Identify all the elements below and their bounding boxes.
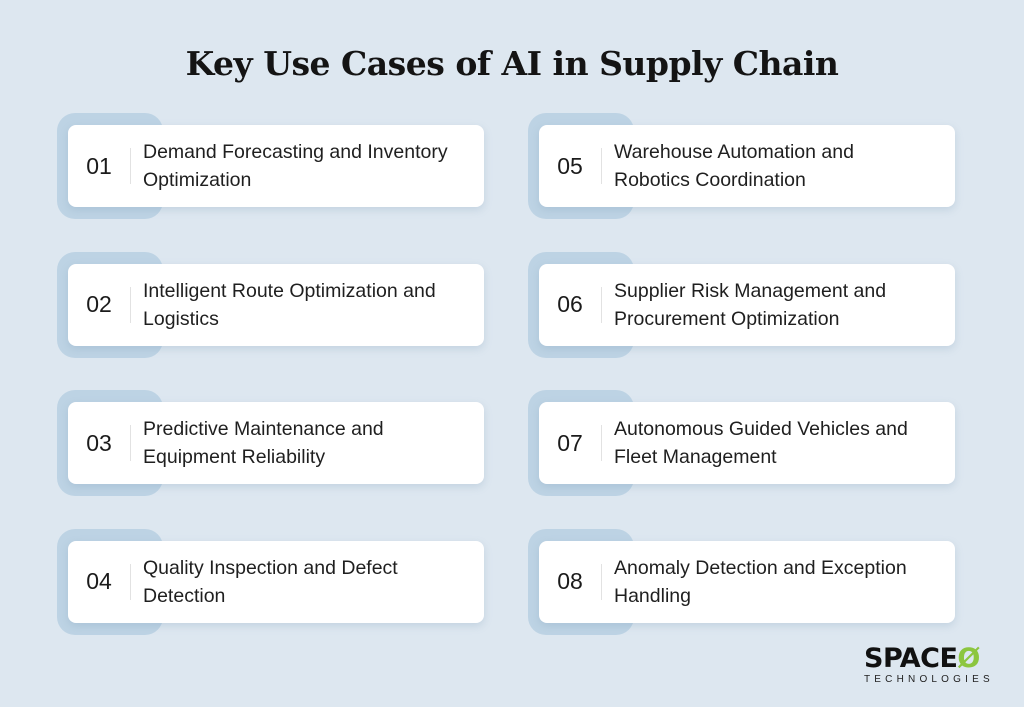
item-number: 03 <box>86 429 112 456</box>
page-title: Key Use Cases of AI in Supply Chain <box>185 44 839 83</box>
item-label: Predictive Maintenance and Equipment Rel… <box>143 418 384 468</box>
use-case-card: 07 Autonomous Guided Vehicles and Fleet … <box>539 402 955 484</box>
use-case-card: 02 Intelligent Route Optimization and Lo… <box>68 263 484 346</box>
logo-subtitle: TECHNOLOGIES <box>864 674 994 685</box>
item-label: Autonomous Guided Vehicles and Fleet Man… <box>614 418 908 468</box>
use-case-item: 07 Autonomous Guided Vehicles and Fleet … <box>528 390 956 496</box>
divider <box>601 286 602 323</box>
divider <box>130 286 131 323</box>
use-case-card: 06 Supplier Risk Management and Procurem… <box>539 263 955 346</box>
divider <box>130 148 131 184</box>
item-label: Anomaly Detection and Exception Handling <box>614 556 907 607</box>
space-o-technologies-logo: SPACEØ TECHNOLOGIES <box>864 643 994 686</box>
use-case-card: 01 Demand Forecasting and Inventory Opti… <box>68 125 484 207</box>
use-case-item: 08 Anomaly Detection and Exception Handl… <box>528 528 956 635</box>
item-label: Demand Forecasting and Inventory Optimiz… <box>143 141 448 191</box>
use-case-item: 01 Demand Forecasting and Inventory Opti… <box>57 113 485 219</box>
divider <box>601 425 602 461</box>
use-case-item: 06 Supplier Risk Management and Procurem… <box>528 251 956 358</box>
item-label: Warehouse Automation and Robotics Coordi… <box>614 141 854 191</box>
logo-mark: Ø <box>957 643 980 674</box>
use-case-item: 03 Predictive Maintenance and Equipment … <box>57 390 485 496</box>
use-case-item: 02 Intelligent Route Optimization and Lo… <box>57 251 485 358</box>
use-case-card: 03 Predictive Maintenance and Equipment … <box>68 402 484 484</box>
divider <box>130 563 131 600</box>
use-case-item: 05 Warehouse Automation and Robotics Coo… <box>528 113 956 219</box>
item-number: 04 <box>86 568 112 594</box>
divider <box>601 563 602 600</box>
logo-name: SPACE <box>864 643 958 674</box>
divider <box>130 425 131 461</box>
use-case-card: 05 Warehouse Automation and Robotics Coo… <box>539 125 955 207</box>
item-label: Quality Inspection and Defect Detection <box>143 556 398 607</box>
item-label: Supplier Risk Management and Procurement… <box>614 279 887 330</box>
item-number: 06 <box>557 291 583 317</box>
item-number: 07 <box>557 429 583 456</box>
item-number: 08 <box>557 568 583 594</box>
divider <box>601 148 602 184</box>
item-number: 01 <box>86 152 112 179</box>
item-number: 02 <box>86 291 112 317</box>
item-label: Intelligent Route Optimization and Logis… <box>143 279 436 330</box>
use-case-card: 08 Anomaly Detection and Exception Handl… <box>539 540 955 623</box>
item-number: 05 <box>557 152 583 179</box>
use-case-item: 04 Quality Inspection and Defect Detecti… <box>57 528 485 635</box>
use-case-card: 04 Quality Inspection and Defect Detecti… <box>68 540 484 623</box>
